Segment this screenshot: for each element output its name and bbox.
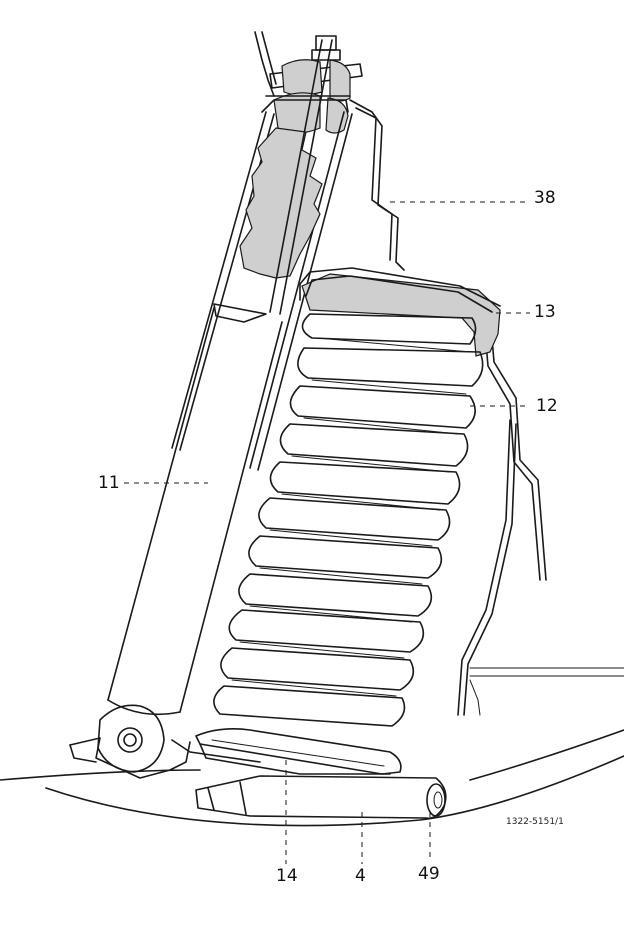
stabilizer-bar [195, 775, 447, 820]
callout-12: 12 [536, 396, 558, 416]
body-panel [254, 31, 624, 716]
callout-4: 4 [355, 866, 366, 886]
bump-stop [239, 127, 323, 279]
callout-14: 14 [276, 866, 298, 886]
callout-49: 49 [418, 864, 440, 884]
spring-coils [213, 313, 484, 727]
coil-spring [213, 267, 501, 727]
lower-mount [69, 704, 261, 779]
callout-13: 13 [534, 302, 556, 322]
strut-top-mount [261, 35, 363, 134]
callout-11: 11 [98, 473, 120, 493]
shock-absorber [107, 303, 283, 716]
lower-spring-seat [195, 728, 402, 775]
callout-38: 38 [534, 188, 556, 208]
piston-rod [269, 39, 333, 315]
leader-lines [124, 201, 530, 864]
lower-arm [0, 729, 624, 827]
drawing-code: 1322-5151/1 [506, 817, 564, 827]
